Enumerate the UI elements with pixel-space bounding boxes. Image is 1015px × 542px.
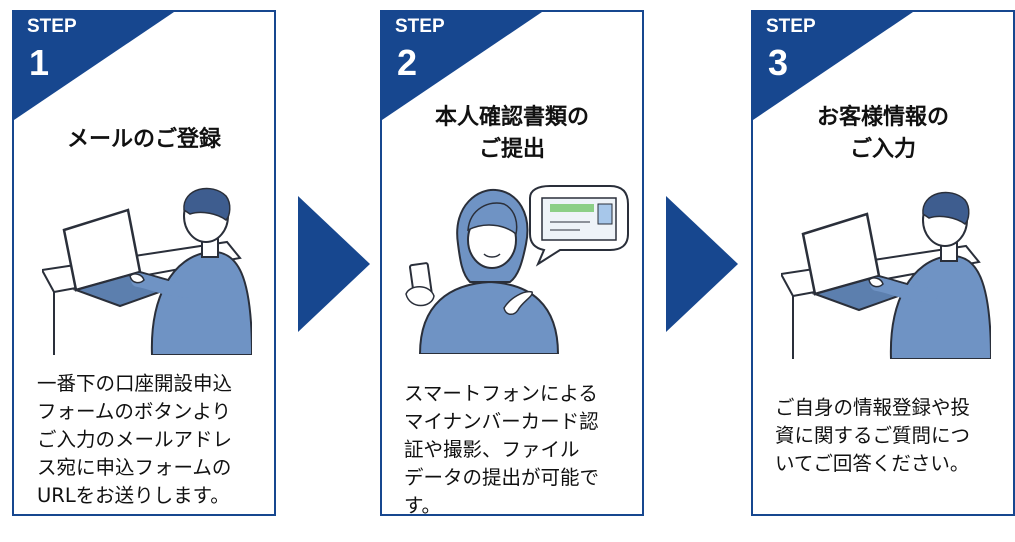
description-line: 資に関するご質問につ [775, 424, 971, 447]
step-card-2: STEP 2 本人確認書類の ご提出 スマートフォンによる マイナンバーカード認… [380, 10, 644, 517]
step-title-line: 本人確認書類の [434, 105, 589, 130]
step-number: 1 [29, 42, 50, 83]
description-line: フォームのボタンより [37, 400, 232, 423]
description-line: データの提出が可能で [404, 466, 600, 489]
description-line: ご自身の情報登録や投 [775, 396, 971, 419]
man-laptop-illustration [42, 187, 252, 355]
step-description: 一番下の口座開設申込 フォームのボタンより ご入力のメールアドレ ス宛に申込フォ… [37, 370, 232, 510]
description-line: ご入力のメールアドレ [37, 428, 233, 451]
next-step-arrow-icon [298, 196, 370, 332]
description-line: URLをお送りします。 [37, 484, 230, 507]
step-title-line: メールのご登録 [66, 127, 221, 152]
step-description: ご自身の情報登録や投 資に関するご質問につ いてご回答ください。 [775, 394, 970, 478]
description-line: ス宛に申込フォームの [37, 456, 232, 479]
description-line: す。 [404, 494, 442, 517]
description-line: 一番下の口座開設申込 [37, 372, 233, 395]
step-card-3: STEP 3 お客様情報の ご入力 ご自身の情報登録や投 資に関するご質問につ … [751, 10, 1015, 516]
description-line: マイナンバーカード認 [404, 410, 599, 433]
description-line: 証や撮影、ファイル [404, 438, 580, 461]
step-title-line: ご提出 [478, 137, 545, 162]
description-line: スマートフォンによる [404, 382, 598, 405]
step-description: スマートフォンによる マイナンバーカード認 証や撮影、ファイル データの提出が可… [404, 380, 599, 520]
step-label: STEP [27, 16, 77, 37]
step-label: STEP [766, 16, 816, 37]
man-laptop-illustration [781, 191, 991, 359]
step-number: 2 [397, 42, 418, 83]
step-number: 3 [768, 42, 789, 83]
step-title-line: お客様情報の [816, 105, 949, 130]
step-badge-1: STEP 1 [14, 12, 174, 120]
next-step-arrow-icon [666, 196, 738, 332]
description-line: いてご回答ください。 [775, 452, 970, 475]
step-badge-2: STEP 2 [382, 12, 542, 120]
step-title: お客様情報の ご入力 [753, 102, 1013, 166]
woman-id-card-illustration [405, 185, 629, 354]
step-badge-3: STEP 3 [753, 12, 913, 120]
step-title: 本人確認書類の ご提出 [382, 102, 642, 166]
step-label: STEP [395, 16, 445, 37]
step-card-1: STEP 1 メールのご登録 一番下の口座開設申込 フォームのボタンより ご入力… [12, 10, 276, 516]
step-title-line: ご入力 [849, 137, 916, 162]
step-title: メールのご登録 [14, 124, 274, 156]
